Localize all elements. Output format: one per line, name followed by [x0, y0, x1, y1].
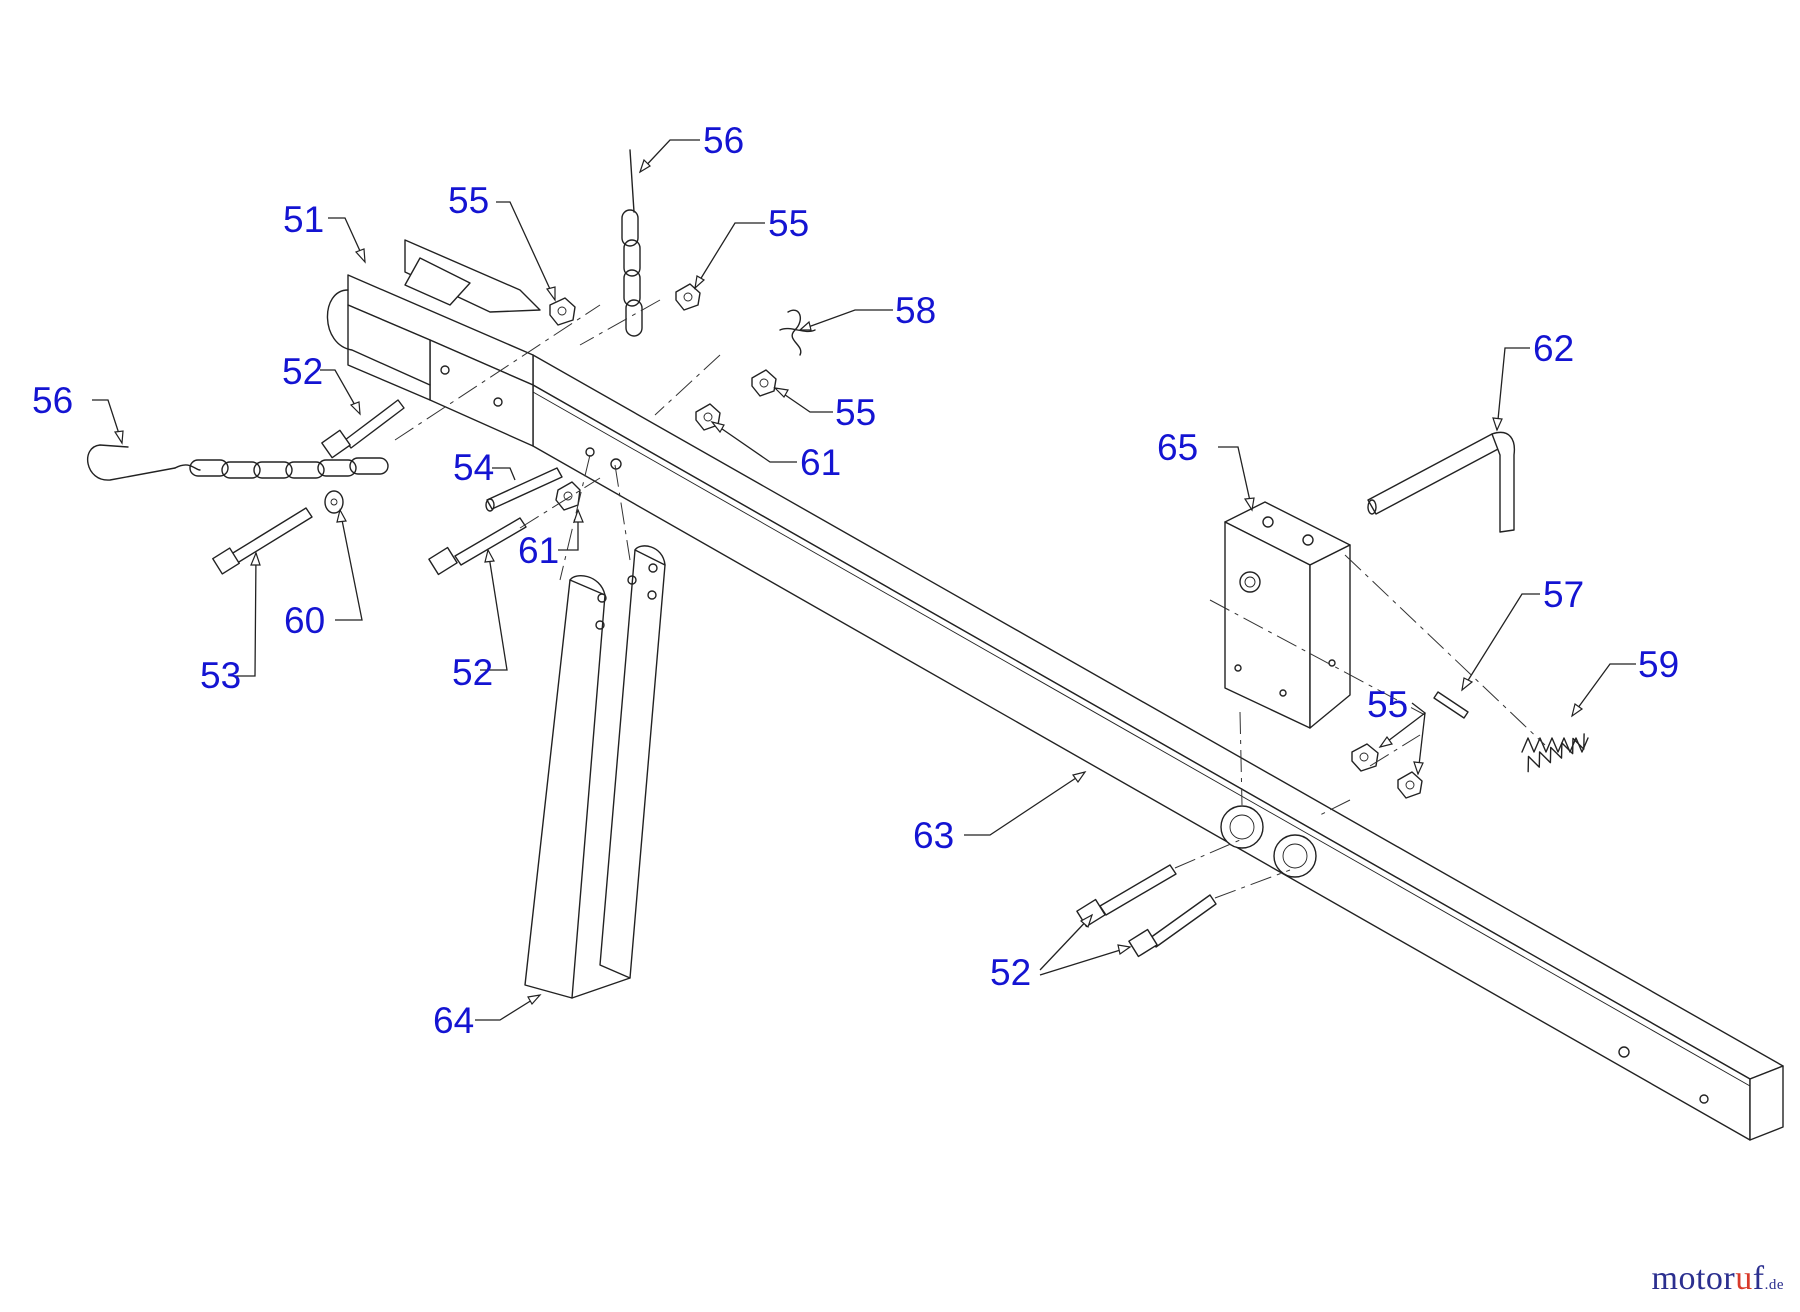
assembly-centerlines [394, 299, 1546, 899]
cotter-pin-57 [1433, 691, 1469, 719]
callout-65: 65 [1157, 427, 1198, 468]
nut-55-right-a [1351, 743, 1379, 772]
u-bracket [1224, 501, 1351, 729]
watermark-tld: .de [1764, 1277, 1784, 1293]
spring-59 [1521, 733, 1589, 773]
callout-55-top-left: 55 [448, 180, 489, 221]
callout-55-top-right: 55 [768, 203, 809, 244]
clip-58 [779, 309, 816, 356]
callout-labels: 51 52 52 52 53 54 55 55 55 55 56 56 57 5… [32, 120, 1679, 1041]
callout-64: 64 [433, 1000, 474, 1041]
callout-60: 60 [284, 600, 325, 641]
callout-52-upper-left: 52 [282, 351, 323, 392]
nut-55-middle [751, 369, 777, 397]
callout-54: 54 [453, 447, 494, 488]
callout-51: 51 [283, 199, 324, 240]
callout-53: 53 [200, 655, 241, 696]
bolt-52-lower-right-b [1128, 894, 1217, 958]
callout-63: 63 [913, 815, 954, 856]
washer-60 [324, 490, 344, 514]
watermark-logo: motoruf.de [1652, 1260, 1784, 1298]
callout-56-left: 56 [32, 380, 73, 421]
drawbar-tube [532, 354, 1784, 1141]
callout-55-middle: 55 [835, 392, 876, 433]
nut-61-left [555, 481, 581, 511]
callout-57: 57 [1543, 574, 1584, 615]
callout-55-right: 55 [1367, 684, 1408, 725]
callout-56-top: 56 [703, 120, 744, 161]
callout-61-left: 61 [518, 530, 559, 571]
l-pin [1367, 431, 1516, 533]
bolt-52-upper-left [321, 399, 405, 459]
coupler-head [326, 239, 541, 447]
watermark-part1: motor [1651, 1260, 1736, 1297]
callout-52-lower-left: 52 [452, 652, 493, 693]
bolt-52-lower-left [428, 517, 527, 576]
callout-59: 59 [1638, 644, 1679, 685]
pin-54 [485, 467, 563, 512]
callout-58: 58 [895, 290, 936, 331]
leader-lines [92, 139, 1636, 1021]
safety-chain-top [621, 149, 643, 337]
callout-62: 62 [1533, 328, 1574, 369]
callout-61-middle: 61 [800, 442, 841, 483]
bolt-53 [212, 507, 313, 575]
nut-55-top-right [675, 283, 701, 311]
support-stand [524, 545, 666, 999]
nut-55-top-left [549, 297, 576, 326]
callout-52-lower-right: 52 [990, 952, 1031, 993]
watermark-part3: f [1752, 1260, 1765, 1297]
nut-55-right-b [1397, 771, 1423, 799]
safety-chain-left [87, 444, 389, 481]
watermark-part2: u [1735, 1260, 1753, 1297]
